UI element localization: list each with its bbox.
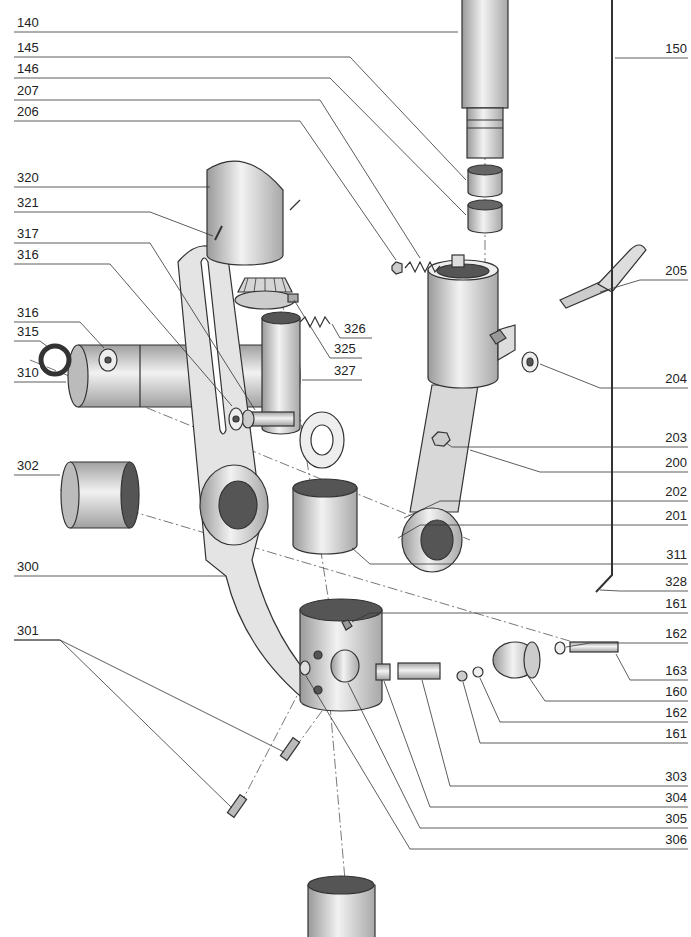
leader-lines bbox=[14, 32, 688, 849]
callout-number: 320 bbox=[16, 170, 40, 185]
callout-number: 300 bbox=[16, 559, 40, 574]
callout-number: 207 bbox=[16, 83, 40, 98]
callout-number: 327 bbox=[333, 363, 357, 378]
callout-number: 140 bbox=[16, 15, 40, 30]
callout-number: 146 bbox=[16, 61, 40, 76]
callout-number: 310 bbox=[16, 365, 40, 380]
callout-number: 162 bbox=[664, 705, 688, 720]
callout-number: 160 bbox=[664, 684, 688, 699]
callout-number: 316 bbox=[16, 247, 40, 262]
axis-lines bbox=[30, 150, 600, 880]
callout-number: 304 bbox=[664, 790, 688, 805]
callout-number: 303 bbox=[664, 769, 688, 784]
callout-number: 163 bbox=[664, 663, 688, 678]
callout-number: 315 bbox=[16, 324, 40, 339]
callout-number: 326 bbox=[343, 321, 367, 336]
callout-number: 301 bbox=[16, 623, 40, 638]
callout-number: 302 bbox=[16, 458, 40, 473]
callout-number: 203 bbox=[664, 430, 688, 445]
callout-number: 305 bbox=[664, 811, 688, 826]
callout-number: 200 bbox=[664, 455, 688, 470]
callout-number: 328 bbox=[664, 574, 688, 589]
callout-number: 306 bbox=[664, 832, 688, 847]
callout-number: 201 bbox=[664, 508, 688, 523]
callout-number: 325 bbox=[333, 341, 357, 356]
callout-number: 161 bbox=[664, 596, 688, 611]
callout-number: 321 bbox=[16, 195, 40, 210]
callout-number: 204 bbox=[664, 371, 688, 386]
callout-number: 317 bbox=[16, 226, 40, 241]
callout-number: 150 bbox=[664, 41, 688, 56]
callout-number: 311 bbox=[665, 547, 688, 562]
callout-number: 206 bbox=[16, 104, 40, 119]
callout-number: 316 bbox=[16, 305, 40, 320]
parts bbox=[41, 0, 646, 937]
callout-number: 202 bbox=[664, 484, 688, 499]
callout-number: 161 bbox=[664, 726, 688, 741]
callout-number: 145 bbox=[16, 40, 40, 55]
callout-number: 205 bbox=[664, 263, 688, 278]
callout-number: 162 bbox=[664, 626, 688, 641]
